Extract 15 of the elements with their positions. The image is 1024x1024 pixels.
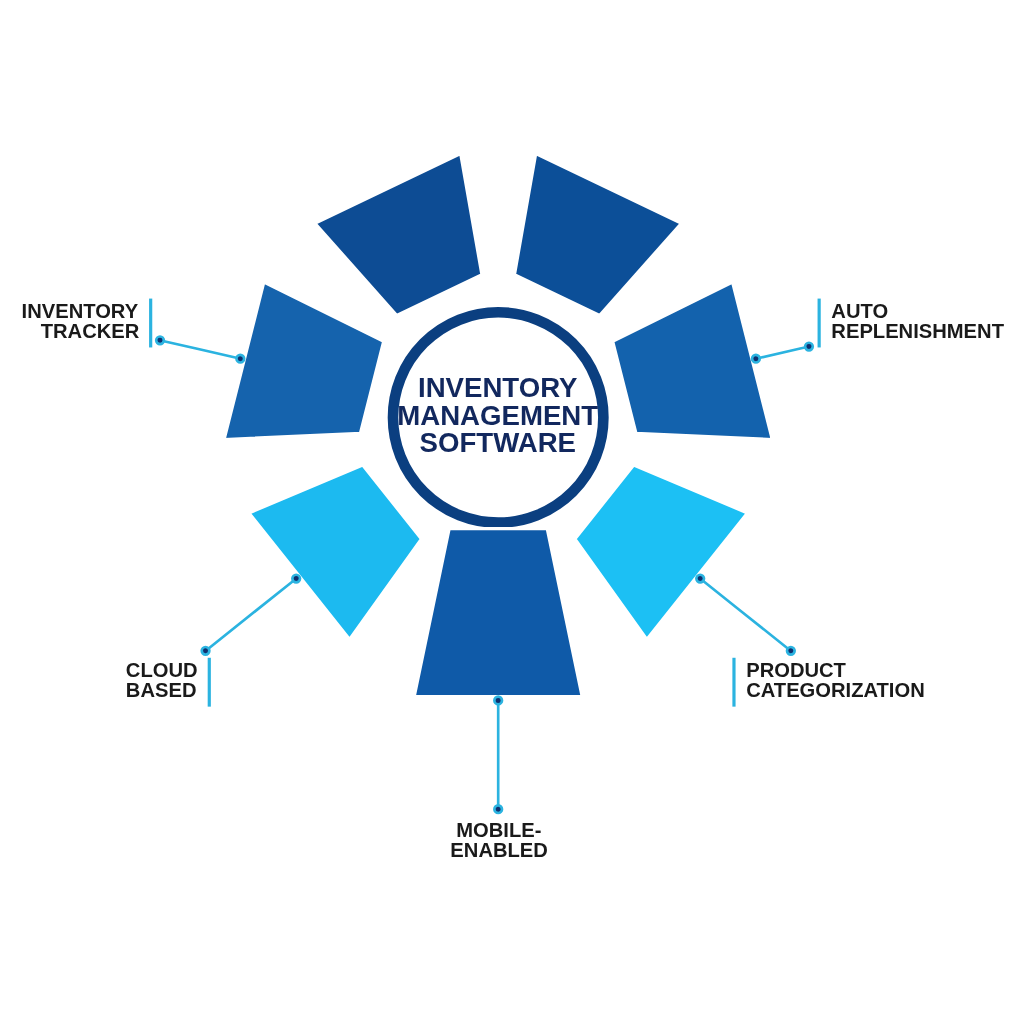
node-label: INVENTORY TRACKER	[21, 299, 140, 343]
connector	[750, 341, 815, 364]
connector	[493, 695, 504, 815]
node-label: AUTO REPLENISHMENT	[831, 299, 1004, 343]
node-box	[207, 657, 211, 707]
node-box	[817, 298, 821, 348]
node-text: MOBILE-ENABLED	[450, 818, 548, 862]
node-box	[732, 657, 736, 707]
connector	[200, 573, 302, 657]
node-label: PRODUCT CATEGORIZATION	[746, 659, 925, 702]
node-circle: INVENTORY MANAGEMENT SOFTWARE	[387, 307, 609, 528]
node-box	[149, 298, 153, 348]
node-label: CLOUD BASED	[125, 659, 198, 702]
connector	[154, 335, 246, 364]
connector	[695, 573, 796, 657]
